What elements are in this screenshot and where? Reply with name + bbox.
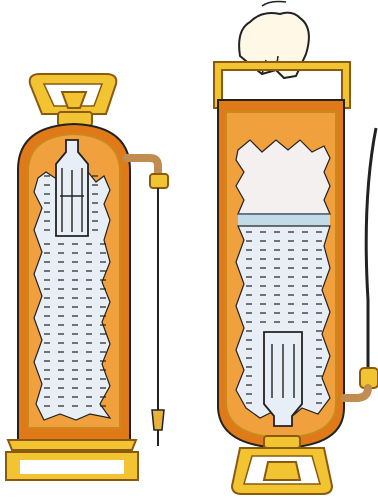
base-opening	[20, 460, 124, 474]
air-space	[236, 140, 330, 214]
liquid-surface	[238, 214, 330, 226]
acid-bottle-inverted	[264, 332, 302, 426]
base-ring	[6, 440, 138, 480]
